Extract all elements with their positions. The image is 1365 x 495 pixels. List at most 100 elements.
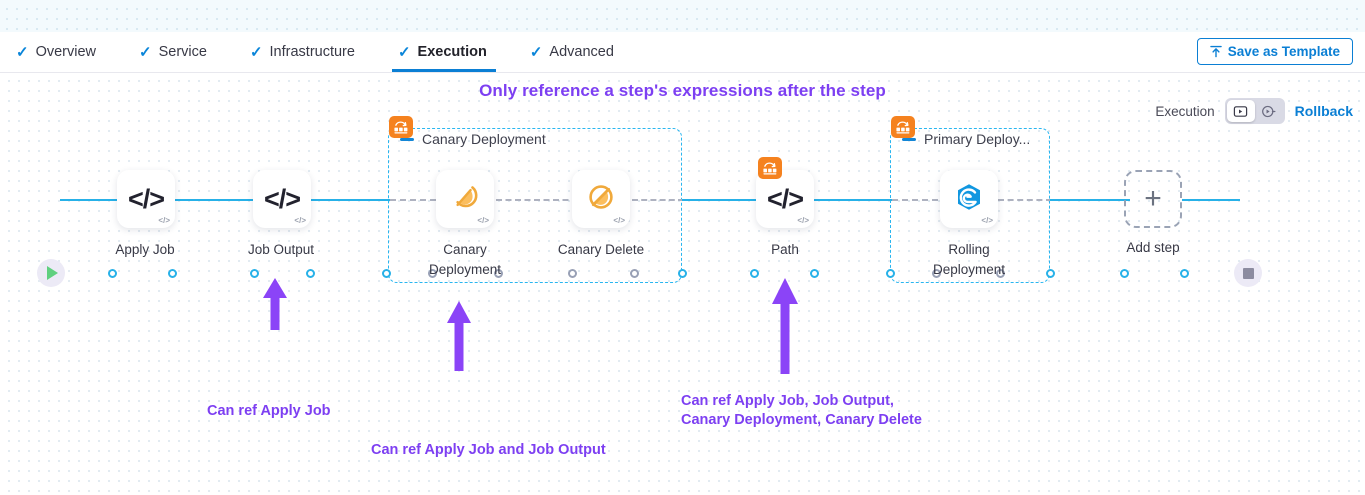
ecs-rolling-icon: [954, 182, 984, 217]
port-canarydeploy-in[interactable]: [428, 269, 437, 278]
execution-mode-toggle[interactable]: [1224, 98, 1285, 124]
annotation-path: Can ref Apply Job, Job Output, Canary De…: [681, 393, 922, 428]
collapse-toggle-icon[interactable]: [902, 137, 916, 141]
port-canarydelete-out[interactable]: [630, 269, 639, 278]
tab-label: Overview: [35, 44, 97, 60]
wire-primarygroup-rolling: [892, 199, 948, 201]
wire-applyjob-joboutput: [172, 199, 254, 201]
port-addstep-out[interactable]: [1180, 269, 1189, 278]
code-icon: </>: [263, 183, 301, 214]
tab-overview[interactable]: ✓ Overview: [14, 32, 111, 72]
annotation-canary-deployment: Can ref Apply Job and Job Output: [371, 442, 606, 458]
annotation-arrow-canary: [443, 299, 475, 378]
port-addstep-in[interactable]: [1120, 269, 1129, 278]
start-node[interactable]: [37, 259, 65, 287]
stop-icon: [1242, 267, 1254, 279]
wire-rolling-groupout: [998, 199, 1052, 201]
pipeline-canvas[interactable]: Only reference a step's expressions afte…: [0, 73, 1365, 495]
tab-service[interactable]: ✓ Service: [137, 32, 222, 72]
wire-joboutput-group: [308, 199, 392, 201]
top-dotted-strip: [0, 0, 1365, 32]
rollback-circle-play-icon[interactable]: [1255, 100, 1283, 122]
port-joboutput-in[interactable]: [306, 269, 315, 278]
execution-play-box-icon[interactable]: [1226, 100, 1255, 122]
port-rolling-in[interactable]: [932, 269, 941, 278]
wire-group-addstep: [1050, 199, 1130, 201]
step-node-rolling-deployment[interactable]: </>: [940, 170, 998, 228]
port-canarygroup-out[interactable]: [678, 269, 687, 278]
add-step-button[interactable]: +: [1124, 170, 1182, 228]
step-node-apply-job[interactable]: </> </>: [117, 170, 175, 228]
code-icon: </>: [766, 183, 804, 214]
wire-canarydeploy-canarydelete: [496, 199, 578, 201]
check-icon: ✓: [529, 43, 543, 61]
step-node-job-output[interactable]: </> </>: [253, 170, 311, 228]
step-label-rolling-deployment: Rolling Deployment: [932, 242, 1006, 277]
step-label-path: Path: [771, 242, 799, 257]
wire-group-canarydeploy: [390, 199, 446, 201]
port-path-out[interactable]: [810, 269, 819, 278]
tab-advanced[interactable]: ✓ Advanced: [528, 32, 629, 72]
code-badge-icon: </>: [158, 216, 170, 225]
collapse-toggle-icon[interactable]: [400, 137, 414, 141]
annotation-arrow-apply-job: [259, 276, 291, 337]
step-node-canary-delete[interactable]: </>: [572, 170, 630, 228]
step-label-canary-deployment: Canary Deployment: [428, 242, 502, 277]
code-icon: </>: [127, 183, 165, 214]
port-applyjob-in[interactable]: [168, 269, 177, 278]
step-label-apply-job: Apply Job: [115, 242, 175, 257]
step-group-icon: [389, 116, 413, 138]
canary-bird-icon: [448, 180, 482, 219]
step-label-job-output: Job Output: [247, 242, 315, 257]
port-canarydeploy-out[interactable]: [494, 269, 503, 278]
port-rolling-out[interactable]: [996, 269, 1005, 278]
group-label-text: Canary Deployment: [422, 131, 546, 147]
rollback-link[interactable]: Rollback: [1294, 103, 1353, 119]
tab-label: Execution: [417, 44, 487, 60]
wire-canarydelete-groupout: [632, 199, 684, 201]
group-label-primary[interactable]: Primary Deploy...: [902, 131, 1030, 147]
group-label-text: Primary Deploy...: [924, 131, 1031, 147]
check-icon: ✓: [16, 43, 29, 61]
play-icon: [47, 266, 58, 280]
save-as-template-button[interactable]: Save as Template: [1196, 38, 1353, 65]
code-badge-icon: </>: [613, 216, 625, 225]
step-group-icon: [758, 157, 782, 179]
save-as-template-label: Save as Template: [1227, 44, 1340, 59]
step-node-path[interactable]: </> </>: [756, 170, 814, 228]
annotation-arrow-path: [769, 276, 801, 381]
add-step-label: Add step: [1126, 240, 1180, 255]
step-label-canary-delete: Canary Delete: [557, 242, 645, 257]
tab-bar: ✓ Overview ✓ Service ✓ Infrastructure ✓ …: [0, 32, 1365, 73]
tab-label: Service: [158, 44, 207, 60]
tab-label: Infrastructure: [269, 44, 355, 60]
wire-group-path: [682, 199, 760, 201]
code-badge-icon: </>: [294, 216, 306, 225]
check-icon: ✓: [397, 43, 411, 61]
port-path-in[interactable]: [750, 269, 759, 278]
port-applyjob-out[interactable]: [250, 269, 259, 278]
tab-execution[interactable]: ✓ Execution: [391, 32, 502, 72]
tab-label: Advanced: [549, 44, 614, 60]
annotation-apply-job: Can ref Apply Job: [207, 403, 331, 419]
execution-rollback-control: Execution Rollback: [1155, 98, 1353, 124]
group-label-canary[interactable]: Canary Deployment: [400, 131, 546, 147]
end-node[interactable]: [1234, 259, 1262, 287]
check-icon: ✓: [139, 43, 152, 61]
canary-delete-icon: [584, 180, 618, 219]
tab-infrastructure[interactable]: ✓ Infrastructure: [248, 32, 370, 72]
port-start-out[interactable]: [108, 269, 117, 278]
port-primarygroup-in[interactable]: [886, 269, 895, 278]
code-badge-icon: </>: [981, 216, 993, 225]
step-node-canary-deployment[interactable]: </>: [436, 170, 494, 228]
code-badge-icon: </>: [477, 216, 489, 225]
port-primarygroup-out[interactable]: [1046, 269, 1055, 278]
wire-addstep-end: [1182, 199, 1240, 201]
group-canary-deployment[interactable]: [388, 128, 682, 283]
plus-icon: +: [1144, 182, 1162, 215]
headline-callout: Only reference a step's expressions afte…: [479, 81, 886, 100]
port-joboutput-out[interactable]: [382, 269, 391, 278]
group-primary-deployment[interactable]: [890, 128, 1050, 283]
port-canarydelete-in[interactable]: [568, 269, 577, 278]
